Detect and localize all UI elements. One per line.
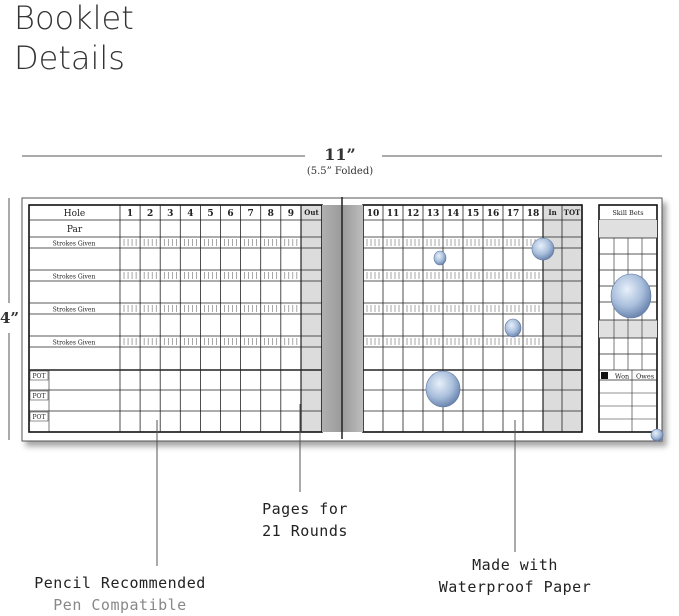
pot-box: [29, 370, 49, 381]
pot-box: [29, 390, 49, 401]
tot-label: TOT: [564, 208, 581, 217]
hole-number: 11: [387, 209, 400, 219]
owes-label: Owes: [636, 373, 654, 381]
hole-number: 4: [187, 209, 193, 219]
callout-pen: Pen Compatible: [53, 596, 187, 614]
par-label: Par: [67, 225, 83, 235]
folded-width-label: (5.5” Folded): [306, 166, 374, 177]
hole-number: 9: [288, 209, 294, 219]
callout-pencil: Pencil Recommended: [34, 574, 206, 592]
hole-number: 7: [248, 209, 254, 219]
won-label: Won: [615, 373, 629, 381]
water-drop: [425, 370, 461, 408]
hole-number: 13: [427, 209, 440, 219]
strokes-given-label: Strokes Given: [53, 274, 96, 281]
width-label: 11”: [324, 145, 356, 164]
hole-number: 17: [507, 209, 520, 219]
pot-label: POT: [33, 373, 46, 380]
callout-pages-line-2: 21 Rounds: [262, 522, 348, 540]
strokes-given-label: Strokes Given: [53, 307, 96, 314]
hole-label: Hole: [64, 209, 85, 219]
in-label: In: [548, 208, 556, 217]
out-column-shade: [301, 205, 322, 432]
water-drop: [610, 273, 652, 319]
water-drop: [504, 318, 522, 338]
callout-waterproof-line-1: Made with: [472, 556, 558, 574]
hole-number: 14: [447, 209, 460, 219]
hole-number: 15: [467, 209, 480, 219]
water-drop: [531, 237, 555, 261]
pot-label: POT: [33, 414, 46, 421]
skill-marker: [601, 372, 608, 379]
in-tot-column-shade: [543, 205, 582, 432]
hole-number: 18: [527, 209, 540, 219]
height-label: 4”: [0, 309, 20, 327]
skill-bets-label: Skill Bets: [612, 209, 643, 217]
hole-number: 3: [167, 209, 173, 219]
strokes-given-label: Strokes Given: [53, 241, 96, 248]
water-drop: [433, 250, 447, 266]
hole-number: 16: [487, 209, 500, 219]
hole-number: 2: [147, 209, 153, 219]
title-line-2: Details: [14, 39, 125, 77]
hole-number: 6: [227, 209, 233, 219]
pot-label: POT: [33, 393, 46, 400]
hole-number: 1: [127, 209, 133, 219]
skill-bets-frame: [598, 204, 658, 433]
skill-shade: [599, 220, 657, 238]
hole-number: 12: [407, 209, 420, 219]
strokes-given-label: Strokes Given: [53, 340, 96, 347]
hole-number: 10: [367, 209, 380, 219]
hole-number: 8: [268, 209, 274, 219]
water-drops: [425, 237, 664, 442]
callout-waterproof-line-2: Waterproof Paper: [438, 578, 592, 596]
hole-number: 5: [207, 209, 213, 219]
out-label: Out: [304, 208, 319, 217]
water-drop: [650, 428, 664, 442]
pot-box: [29, 411, 49, 422]
title-line-1: Booklet: [14, 0, 134, 37]
callout-pages-line-1: Pages for: [262, 500, 348, 518]
